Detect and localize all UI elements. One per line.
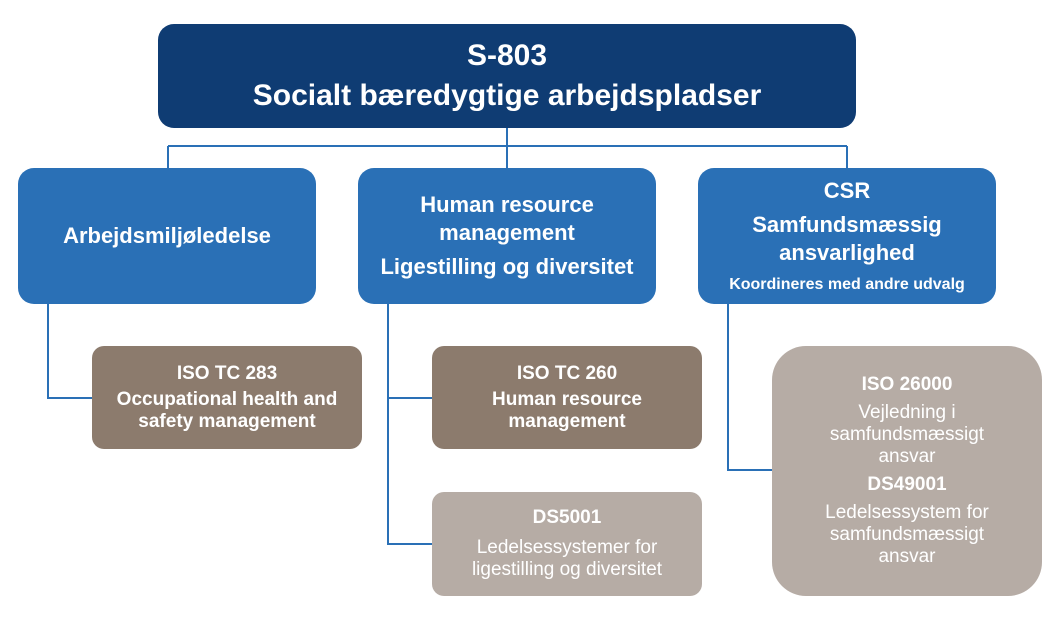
standard-desc-line2: ligestilling og diversitet — [471, 559, 663, 580]
category-label-line3: ansvarlighed — [779, 240, 915, 265]
category-arbejdsmiljo: Arbejdsmiljøledelse — [18, 168, 316, 304]
category-note: Koordineres med andre udvalg — [729, 276, 965, 293]
standard-code-ds49001: DS49001 — [867, 474, 947, 495]
standard-desc-line5: samfundsmæssigt — [829, 524, 985, 545]
category-hrm: Human resource management Ligestilling o… — [358, 168, 656, 304]
category-label-line3: Ligestilling og diversitet — [380, 254, 634, 279]
standard-code: ISO TC 283 — [176, 362, 278, 384]
standard-desc-line1: Vejledning i — [858, 402, 956, 423]
root-title: Socialt bæredygtige arbejdspladser — [252, 79, 762, 112]
connector-cat1-iso283 — [47, 304, 92, 399]
category-csr: CSR Samfundsmæssig ansvarlighed Koordine… — [698, 168, 996, 304]
category-label-line2: Samfundsmæssig — [752, 212, 942, 237]
category-label-line1: CSR — [823, 178, 871, 203]
standard-desc-line4: Ledelsessystem for — [825, 502, 989, 523]
category-label-line2: management — [439, 220, 575, 245]
category-label: Arbejdsmiljøledelse — [63, 223, 271, 248]
connector-cat2-iso260 — [387, 304, 432, 399]
standard-code: ISO TC 260 — [516, 362, 618, 384]
standard-desc-line1: Ledelsessystemer for — [476, 537, 658, 558]
standard-desc-line2: management — [508, 410, 626, 432]
root-code: S-803 — [466, 39, 548, 72]
standard-iso-tc-283: ISO TC 283 Occupational health and safet… — [92, 346, 362, 449]
standard-iso-26000: ISO 26000 Vejledning i samfundsmæssigt a… — [772, 346, 1042, 596]
standard-desc-line3: ansvar — [878, 446, 936, 467]
connector-cat2-ds5001 — [387, 398, 432, 545]
standard-code: ISO 26000 — [861, 374, 953, 395]
standard-iso-tc-260: ISO TC 260 Human resource management — [432, 346, 702, 449]
standard-code: DS5001 — [532, 507, 602, 528]
standard-desc-line2: safety management — [138, 410, 316, 432]
standard-desc-line2: samfundsmæssigt — [829, 424, 985, 445]
category-label-line1: Human resource — [420, 192, 594, 217]
root-node: S-803 Socialt bæredygtige arbejdspladser — [158, 24, 856, 128]
standard-desc-line1: Occupational health and — [116, 388, 338, 410]
connector-cat3-iso26000 — [727, 304, 772, 471]
standard-desc-line6: ansvar — [878, 546, 936, 567]
standard-ds5001: DS5001 Ledelsessystemer for ligestilling… — [432, 492, 702, 596]
standard-desc-line1: Human resource — [492, 388, 642, 410]
